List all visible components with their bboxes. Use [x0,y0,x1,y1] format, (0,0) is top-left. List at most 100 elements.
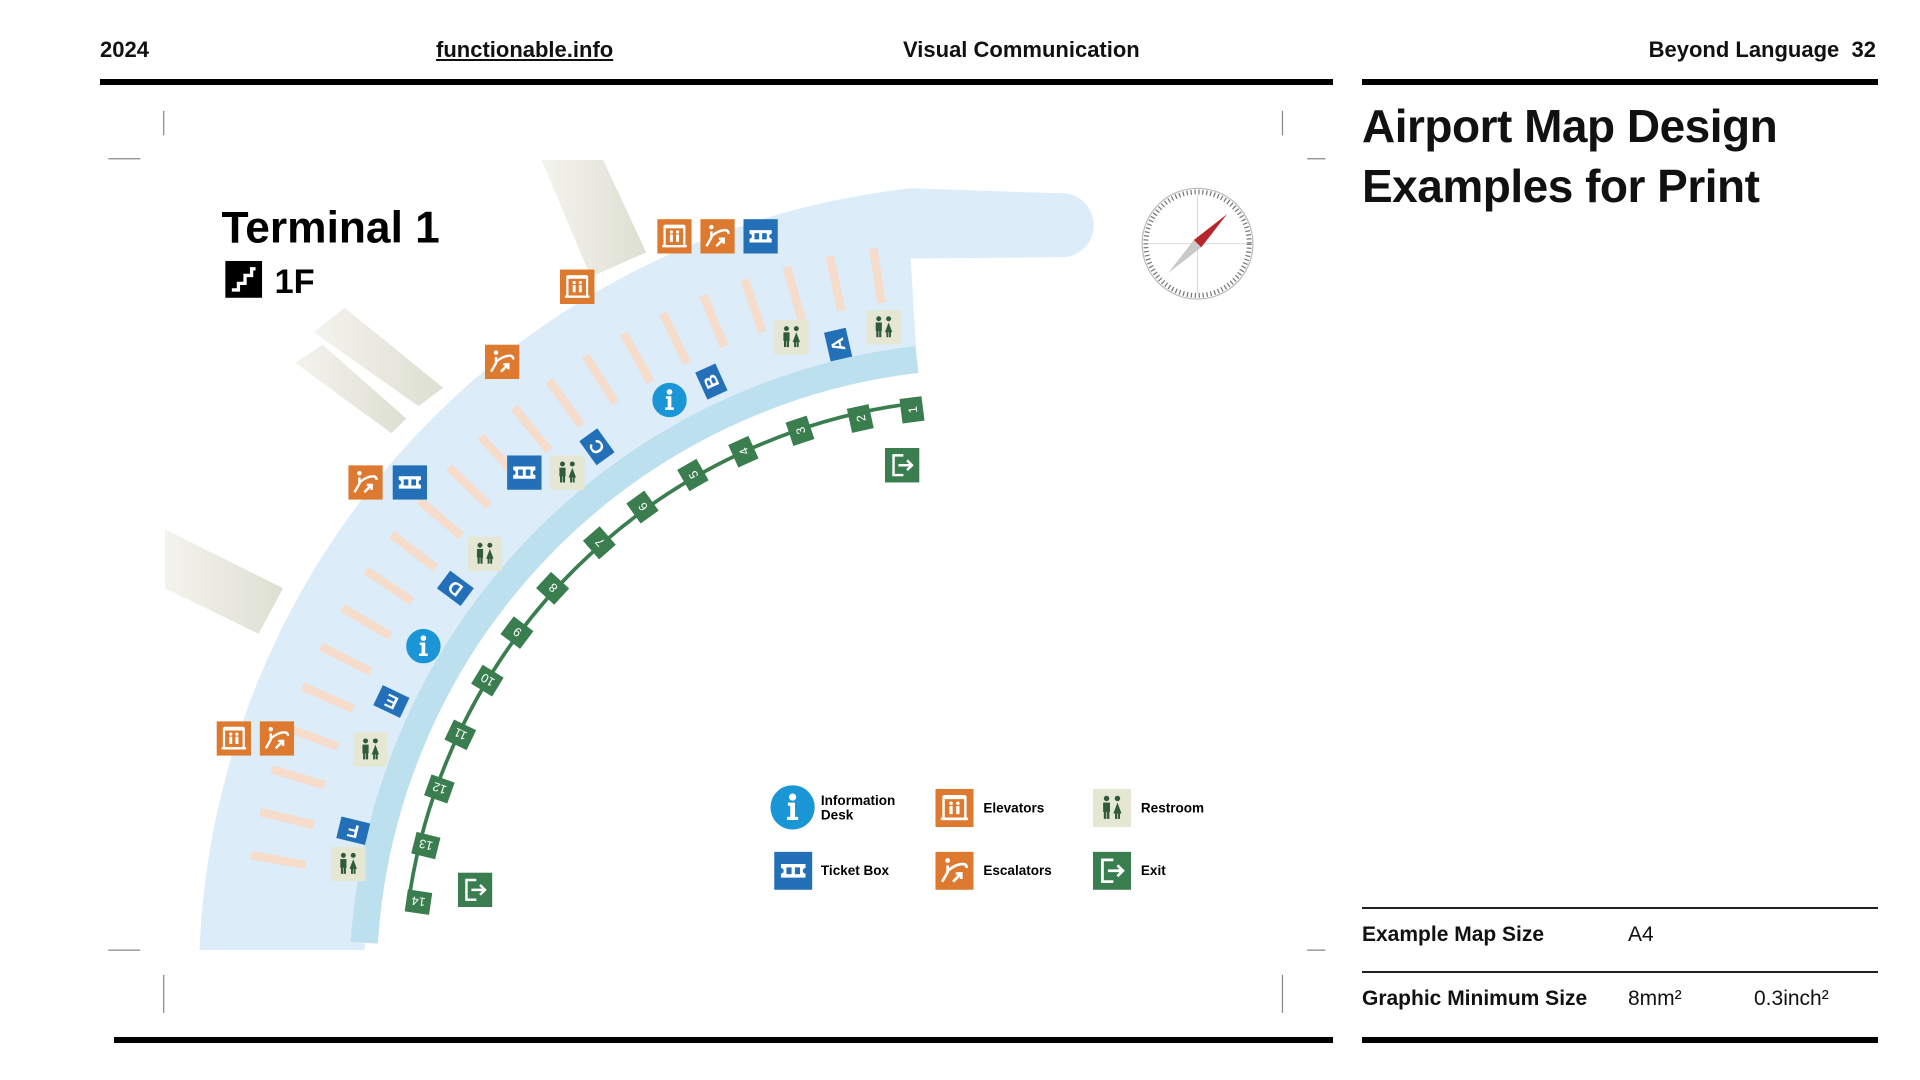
waiting-stripe [270,765,327,790]
checkin-A[interactable]: A [824,327,853,362]
waiting-stripe [319,642,373,676]
escalator-icon[interactable] [484,344,520,380]
restroom-icon[interactable] [550,455,585,490]
information-desk-icon [770,785,815,830]
footer-rule [114,1037,1333,1043]
exit-icon[interactable] [457,872,493,908]
gate-9[interactable]: 9 [500,616,534,649]
waiting-stripe [782,265,806,322]
table-rule [1362,971,1878,973]
jet-bridge [313,307,444,407]
waiting-stripe [581,353,619,405]
checkin-B[interactable]: B [695,363,728,400]
waiting-stripe [363,566,415,605]
restroom-icon[interactable] [467,536,503,572]
table-rule-bottom [1362,1037,1878,1043]
restroom-icon[interactable] [353,732,388,767]
waiting-stripe [445,464,492,509]
gate-1[interactable]: 1 [899,396,925,424]
gate-14[interactable]: 14 [404,889,433,915]
gate-5[interactable]: 5 [677,458,709,492]
waiting-stripe [699,293,729,349]
title-line-1: Airport Map Design [1362,100,1778,152]
gate-2[interactable]: 2 [846,404,874,433]
page-number: 32 [1851,37,1876,62]
waiting-stripe [510,404,553,454]
waiting-stripe [388,530,439,572]
gate-10[interactable]: 10 [471,664,504,697]
waiting-stripe [658,311,691,365]
checkin-E[interactable]: E [373,685,410,718]
waiting-stripe [416,496,465,540]
waiting-stripe [300,682,355,713]
elevator-icon[interactable] [657,219,692,254]
chapter-title: Beyond Language [1648,37,1840,62]
chapter-page: Beyond Language 32 [1649,36,1876,64]
site-link[interactable]: functionable.info [436,37,614,62]
gate-number: 13 [418,836,435,853]
information-desk-icon[interactable] [652,382,687,418]
escalator-icon[interactable] [700,219,735,254]
waiting-stripe [284,723,340,751]
escalator-icon[interactable] [259,721,295,756]
restroom-icon[interactable] [331,846,366,882]
gate-11[interactable]: 11 [444,719,477,751]
waiting-stripe [740,278,767,334]
exit-icon[interactable] [884,448,920,483]
checkin-D[interactable]: D [436,570,474,607]
gate-number: 3 [793,425,808,436]
gate-number: 10 [478,670,497,689]
jet-bridge [541,160,647,277]
checkin-counters: A B C D E F [336,327,853,846]
legend-label: Exit [1141,863,1166,878]
legend-label: Desk [821,808,854,823]
gate-8[interactable]: 8 [536,571,570,605]
waiting-stripe [619,331,655,384]
gate-3[interactable]: 3 [785,415,815,446]
gate-number: 12 [431,779,449,797]
gate-13[interactable]: 13 [411,831,441,860]
ticket-box-icon[interactable] [392,465,428,500]
ticket-box-icon[interactable] [507,455,542,490]
waiting-stripe [340,604,393,640]
gate-4[interactable]: 4 [728,435,759,468]
spec-value: 8mm² [1628,987,1682,1010]
table-rule [1362,907,1878,909]
restroom-icon[interactable] [774,320,809,355]
checkin-letter: F [345,820,361,843]
spec-label: Example Map Size [1362,923,1545,946]
elevator-icon[interactable] [216,721,252,756]
waiting-stripe [259,807,316,830]
section-title: Visual Communication [903,37,1140,62]
header-rule-left [100,79,1333,85]
waiting-stripe [545,378,585,429]
compass-icon [1141,187,1254,300]
jet-bridge [164,529,284,634]
legend-label: Elevators [983,800,1044,815]
gate-7[interactable]: 7 [582,526,616,560]
spec-value: 0.3inch² [1754,987,1829,1010]
gate-number: 14 [411,893,427,909]
escalator-icon[interactable] [348,465,383,500]
restroom-icon[interactable] [866,310,901,345]
gate-12[interactable]: 12 [424,774,455,804]
legend-label: Restroom [1141,800,1204,815]
gate-number: 1 [906,405,921,414]
checkin-C[interactable]: C [579,428,615,466]
gate-6[interactable]: 6 [626,490,659,524]
floor-label: 1F [274,263,314,301]
gate-number: 2 [854,413,869,423]
checkin-F[interactable]: F [336,816,371,846]
exit-icon [1092,851,1132,890]
elevator-icon[interactable] [560,269,595,304]
legend: Information Desk Elevators Restroom Tick… [770,785,1204,890]
year: 2024 [100,37,149,62]
restroom-icon [1092,788,1132,828]
escalator-icon [935,851,974,890]
waiting-area-stripes [250,247,886,870]
spec-label: Graphic Minimum Size [1362,987,1588,1010]
information-desk-icon[interactable] [406,628,441,664]
ticket-box-icon[interactable] [743,219,778,254]
